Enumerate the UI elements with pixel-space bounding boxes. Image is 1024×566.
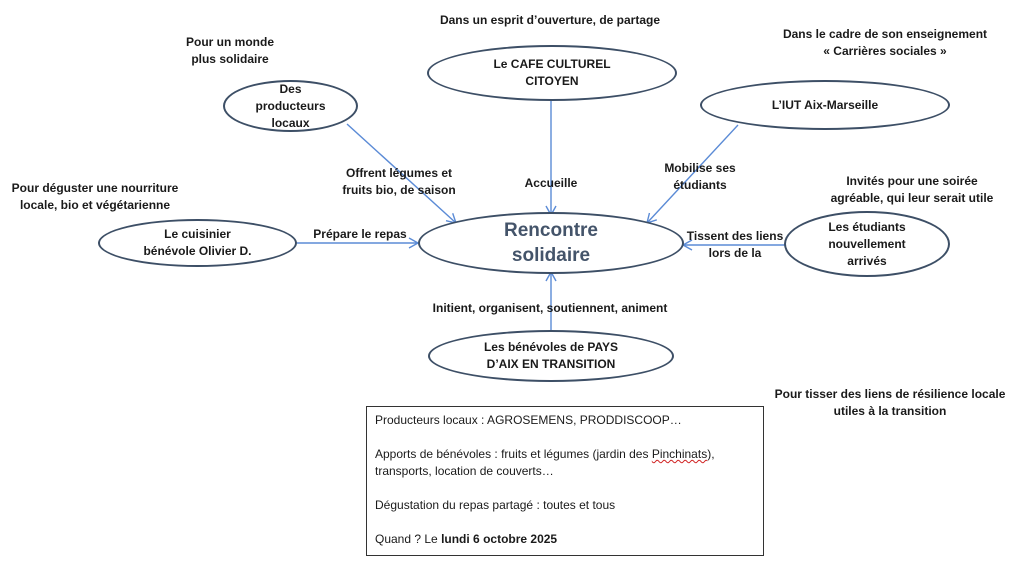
edge-label-cook: Prépare le repas xyxy=(300,226,420,243)
center-title-line: solidaire xyxy=(511,245,591,266)
caption-line: Invités pour une soirée xyxy=(846,174,978,188)
node-label-line: Des xyxy=(279,81,302,96)
node-label-line: CITOYEN xyxy=(525,74,579,88)
edge-label-line: Offrent légumes et xyxy=(345,166,453,180)
node-label-line: arrivés xyxy=(847,253,887,268)
node-label-line: D’AIX EN TRANSITION xyxy=(486,357,616,371)
edge-label-line: lors de la xyxy=(708,246,762,260)
arrow-producers-to-center xyxy=(346,123,458,224)
caption-line: Pour tisser des liens de résilience loca… xyxy=(774,387,1006,401)
node-label-line: producteurs xyxy=(255,98,326,113)
edge-label-line: fruits bio, de saison xyxy=(342,183,456,197)
info-contributions: Apports de bénévoles : fruits et légumes… xyxy=(375,446,755,480)
edge-label-line: Tissent des liens xyxy=(686,229,784,243)
caption-cook: Pour déguster une nourriture locale, bio… xyxy=(0,180,190,214)
caption-iut: Dans le cadre de son enseignement « Carr… xyxy=(760,26,1010,60)
node-producers: Des producteurs locaux xyxy=(223,80,358,132)
node-cook: Le cuisinier bénévole Olivier D. xyxy=(98,219,297,267)
node-label-line: L’IUT Aix-Marseille xyxy=(771,97,879,112)
info-box: Producteurs locaux : AGROSEMENS, PRODDIS… xyxy=(366,406,764,556)
info-when: Quand ? Le lundi 6 octobre 2025 xyxy=(375,531,755,548)
node-label-line: Les étudiants xyxy=(828,219,906,234)
edge-label-volunteers: Initient, organisent, soutiennent, anime… xyxy=(410,300,690,317)
edge-label-cafe: Accueille xyxy=(516,175,586,192)
caption-cafe: Dans un esprit d’ouverture, de partage xyxy=(410,12,690,29)
caption-line: Pour déguster une nourriture xyxy=(11,181,179,195)
info-contributions-place: Pinchinats xyxy=(651,447,708,461)
caption-line: utiles à la transition xyxy=(833,404,947,418)
node-iut: L’IUT Aix-Marseille xyxy=(700,80,950,130)
info-when-date: lundi 6 octobre 2025 xyxy=(441,532,558,546)
node-cafe: Le CAFE CULTUREL CITOYEN xyxy=(427,45,677,101)
caption-line: plus solidaire xyxy=(191,52,269,66)
node-center-rencontre-solidaire: Rencontre solidaire xyxy=(418,212,684,274)
info-contributions-suffix: ), transports, location de couverts… xyxy=(375,447,715,478)
caption-producers: Pour un monde plus solidaire xyxy=(160,34,300,68)
node-label-line: Les bénévoles de PAYS xyxy=(483,340,619,354)
caption-line: « Carrières sociales » xyxy=(823,44,947,58)
node-label-line: nouvellement xyxy=(828,236,906,251)
node-label-line: Le cuisinier xyxy=(164,227,231,241)
info-tasting: Dégustation du repas partagé : toutes et… xyxy=(375,498,616,512)
caption-line: Dans le cadre de son enseignement xyxy=(782,27,988,41)
info-producers: Producteurs locaux : AGROSEMENS, PRODDIS… xyxy=(375,413,682,427)
node-students: Les étudiants nouvellement arrivés xyxy=(784,211,950,277)
node-label-line: Le CAFE CULTUREL xyxy=(493,57,611,71)
arrow-iut-to-center xyxy=(646,124,739,225)
caption-line: Pour un monde xyxy=(186,35,274,49)
edge-label-producers: Offrent légumes et fruits bio, de saison xyxy=(334,165,464,199)
edge-label-line: étudiants xyxy=(673,178,727,192)
center-title-line: Rencontre xyxy=(504,220,598,241)
caption-line: locale, bio et végétarienne xyxy=(19,198,171,212)
node-label-line: locaux xyxy=(271,115,310,130)
caption-students: Invités pour une soirée agréable, qui le… xyxy=(812,173,1012,207)
caption-line: agréable, qui leur serait utile xyxy=(830,191,994,205)
edge-label-students: Tissent des liens lors de la xyxy=(680,228,790,262)
edge-label-iut: Mobilise ses étudiants xyxy=(650,160,750,194)
edge-label-line: Accueille xyxy=(524,176,578,190)
edge-label-line: Mobilise ses xyxy=(664,161,736,175)
caption-volunteers: Pour tisser des liens de résilience loca… xyxy=(770,386,1010,420)
edge-label-line: Prépare le repas xyxy=(313,227,407,241)
node-label-line: bénévole Olivier D. xyxy=(143,244,252,258)
info-when-prefix: Quand ? Le xyxy=(375,532,442,546)
node-volunteers: Les bénévoles de PAYS D’AIX EN TRANSITIO… xyxy=(428,330,674,382)
caption-line: Dans un esprit d’ouverture, de partage xyxy=(439,13,661,27)
edge-label-line: Initient, organisent, soutiennent, anime… xyxy=(432,301,668,315)
info-contributions-prefix: Apports de bénévoles : fruits et légumes… xyxy=(375,447,652,461)
